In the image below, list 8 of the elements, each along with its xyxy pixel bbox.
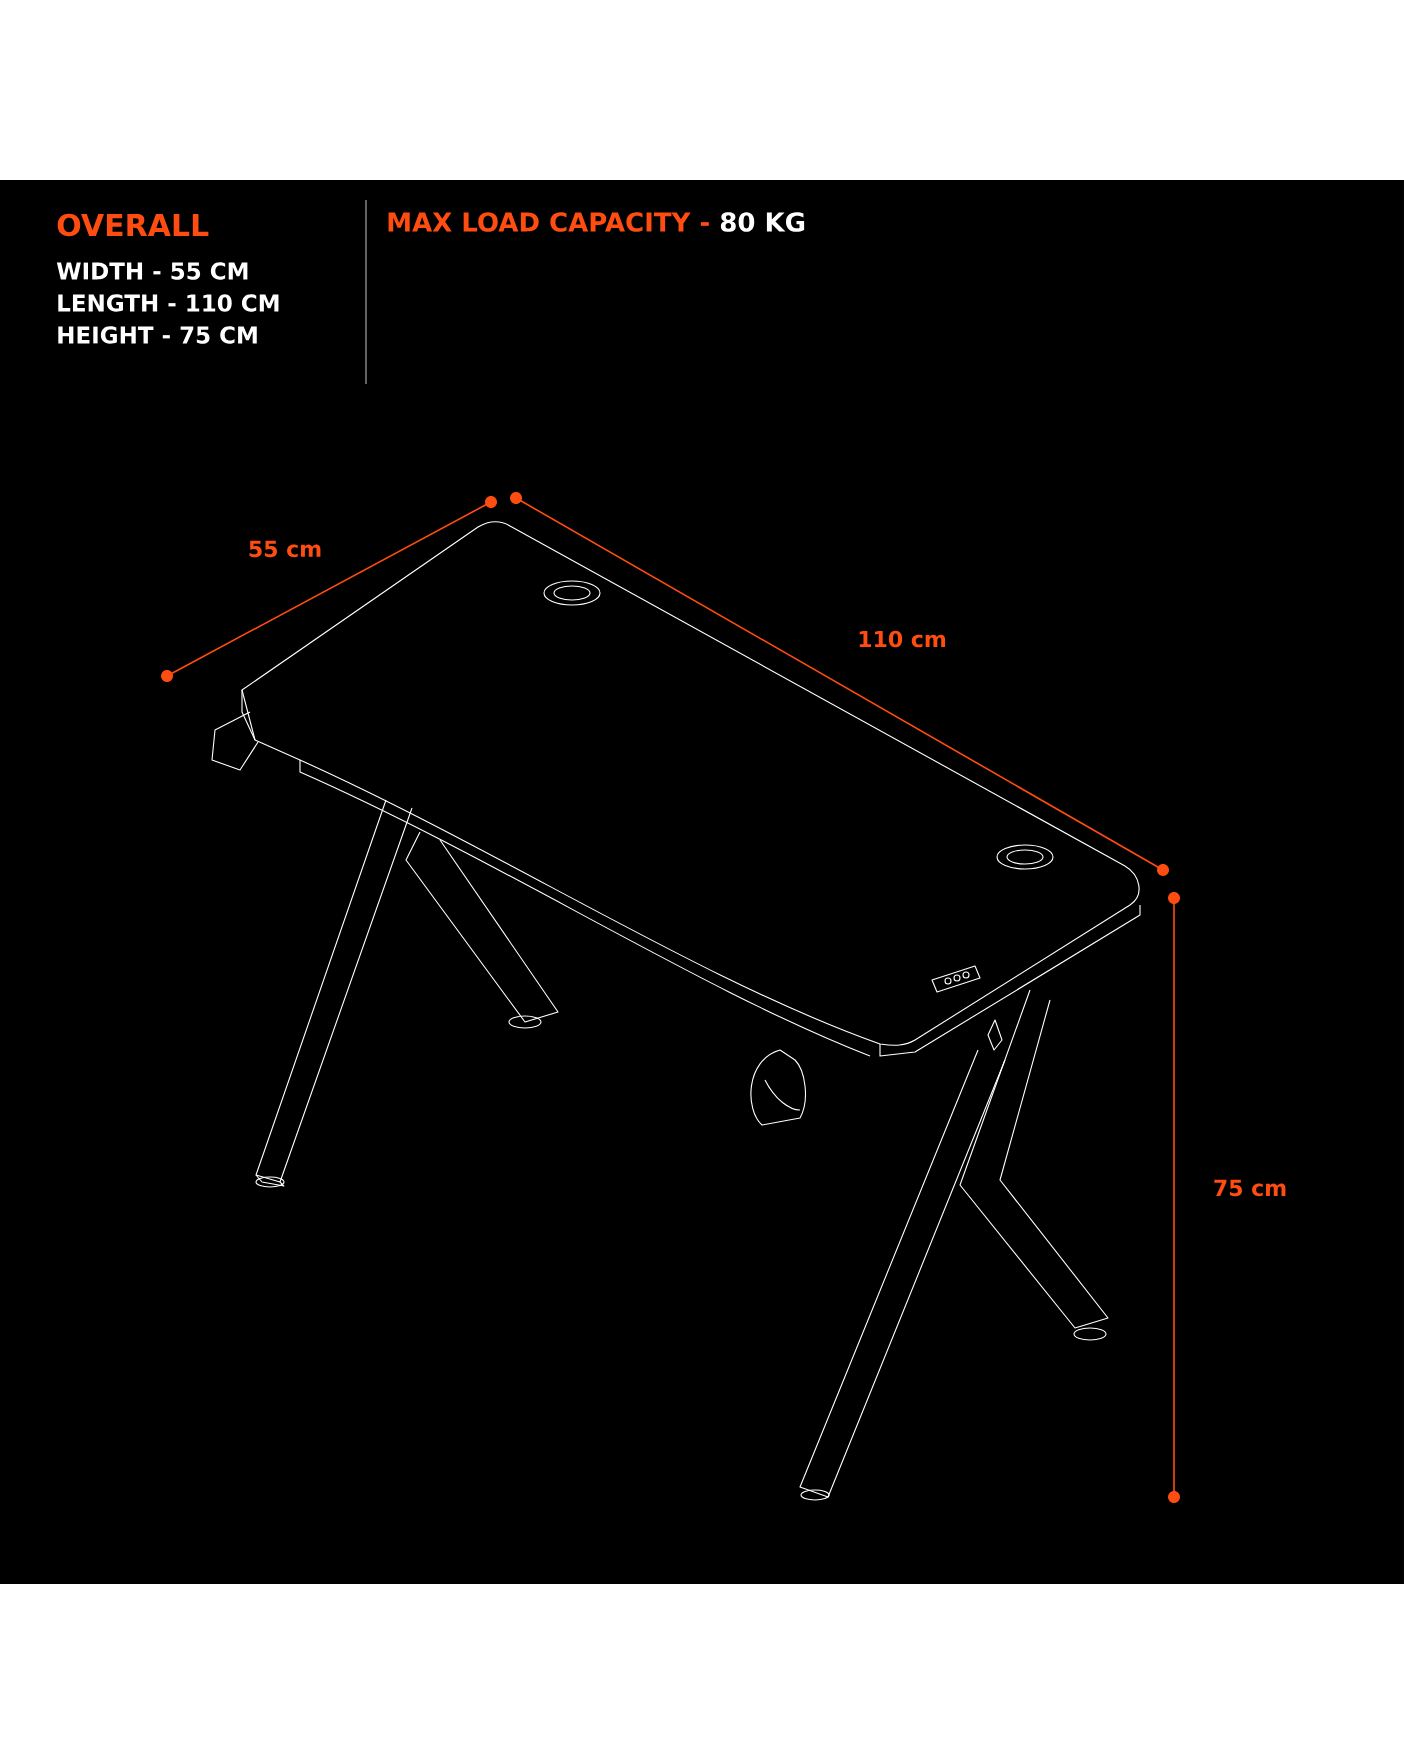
- spec-text: WIDTH - 55 CM: [56, 262, 248, 280]
- spec-text: LENGTH - 110 CM: [58, 294, 279, 312]
- spec-text: HEIGHT - 75 CM: [58, 326, 257, 344]
- heading: OVERALL: [57, 213, 209, 237]
- dimension-label: 75 cm: [1214, 1179, 1286, 1197]
- dimension-label: 110 cm: [859, 630, 946, 648]
- load-capacity-text: MAX LOAD CAPACITY - 80 KG: [388, 212, 805, 232]
- dimension-label: 55 cm: [249, 540, 321, 558]
